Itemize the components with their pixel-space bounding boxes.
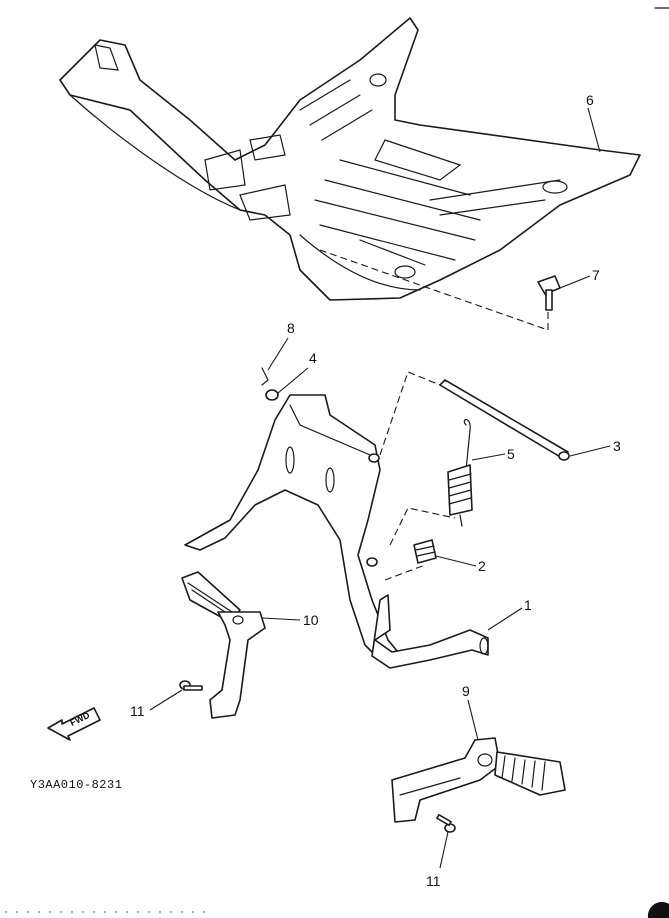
forward-direction-arrow: FWD [47, 707, 101, 741]
callout-part-10: 10 [303, 612, 319, 628]
callout-part-11-bottom: 11 [426, 873, 441, 889]
leader-lines [149, 107, 611, 869]
callout-part-7: 7 [592, 267, 600, 283]
screw-part-11-bottom [436, 813, 456, 833]
screw-part-11-left [179, 680, 203, 691]
scan-mark-bottom-right [647, 902, 669, 918]
bolt-part-7 [537, 275, 561, 311]
callout-part-6: 6 [586, 92, 594, 108]
floor-panel-part-6 [59, 17, 641, 301]
stopper-part-2 [413, 539, 437, 564]
callout-part-2: 2 [478, 558, 486, 574]
callout-part-3: 3 [613, 438, 621, 454]
main-stand [184, 394, 399, 661]
washer-part-4 [265, 389, 279, 401]
callout-part-1: 1 [524, 597, 532, 613]
callout-part-11-left: 11 [130, 703, 145, 719]
cotter-pin-part-8 [261, 367, 269, 386]
callout-part-4: 4 [309, 350, 317, 366]
shaft-part-3 [439, 379, 570, 461]
stand-pedal-part-1 [371, 594, 489, 669]
diagram-code: Y3AA010-8231 [30, 778, 122, 792]
callout-part-9: 9 [462, 683, 470, 699]
callout-part-8: 8 [287, 320, 295, 336]
spring-part-5 [447, 419, 473, 527]
callout-part-5: 5 [507, 446, 515, 462]
footrest-part-10 [181, 571, 266, 719]
footrest-part-9 [391, 737, 566, 823]
